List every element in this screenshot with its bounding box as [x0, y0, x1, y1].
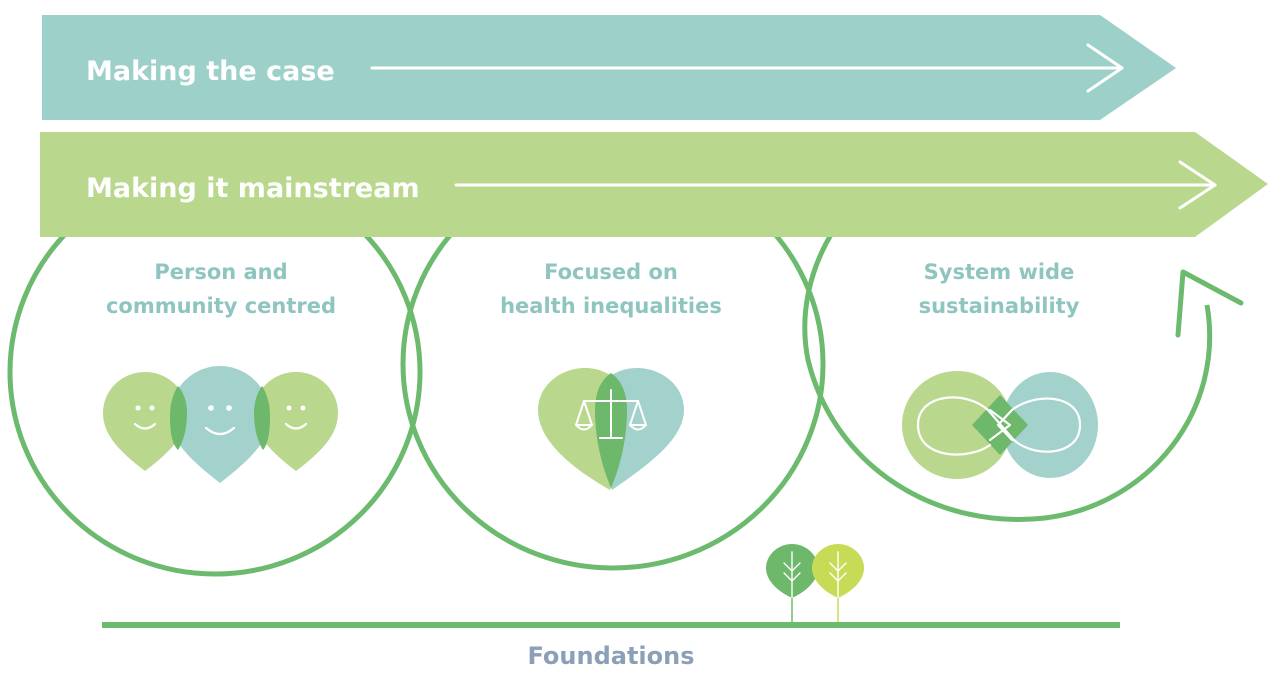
infinity-loop-icon	[902, 371, 1098, 479]
pillar-1-label-line1: Person and	[154, 260, 287, 284]
banner-making-the-case: Making the case	[42, 15, 1176, 120]
loop-arrow-head	[1175, 269, 1244, 338]
loop-circle-3	[802, 147, 1213, 522]
pillar-2-label-line1: Focused on	[544, 260, 678, 284]
leaves-icon	[766, 544, 864, 623]
scales-icon	[538, 368, 684, 490]
pillar-1-label-line2: community centred	[106, 294, 336, 318]
banner-making-it-mainstream: Making it mainstream	[40, 132, 1268, 237]
pillar-3-label-line2: sustainability	[919, 294, 1080, 318]
banner-case-label: Making the case	[86, 56, 335, 87]
pillar-2-label-line2: health inequalities	[500, 294, 722, 318]
pillar-3-label-line1: System wide	[924, 260, 1075, 284]
banner-mainstream-label: Making it mainstream	[86, 173, 420, 204]
foundations-label: Foundations	[527, 642, 694, 670]
arrow-right-icon	[370, 43, 1124, 93]
pillar-labels: Person and community centred Focused on …	[106, 260, 1080, 318]
arrow-right-icon	[454, 160, 1217, 210]
smiling-faces-icon	[103, 366, 338, 483]
